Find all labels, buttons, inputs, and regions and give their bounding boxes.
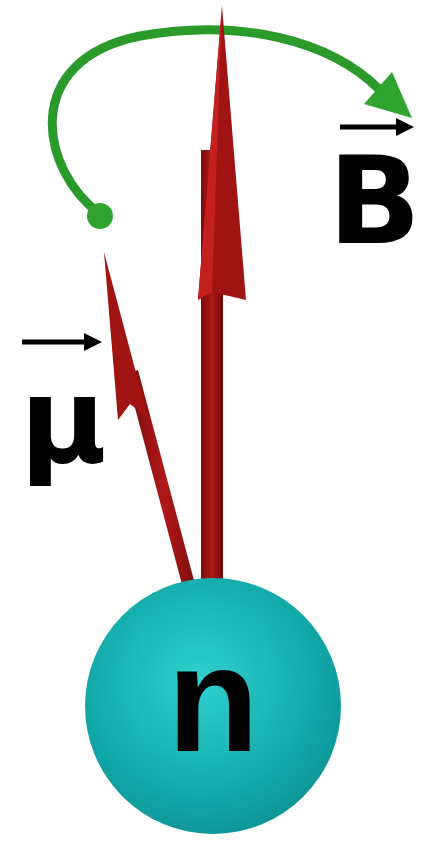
neutron-sphere: n — [85, 578, 341, 834]
vector-label: B — [328, 140, 421, 262]
precession-dot — [87, 203, 113, 229]
field-arrow-head-shade — [198, 6, 222, 300]
vector-bar — [22, 340, 86, 345]
moment-arrow-head — [104, 252, 148, 420]
vector-label: μ — [20, 362, 107, 480]
field-arrow-head — [198, 6, 246, 300]
vector-bar-head — [396, 118, 414, 136]
vector-bar — [340, 125, 398, 130]
precession-arrowhead — [364, 72, 412, 118]
vector-bar-head — [84, 333, 102, 351]
particle-label: n — [167, 624, 259, 774]
